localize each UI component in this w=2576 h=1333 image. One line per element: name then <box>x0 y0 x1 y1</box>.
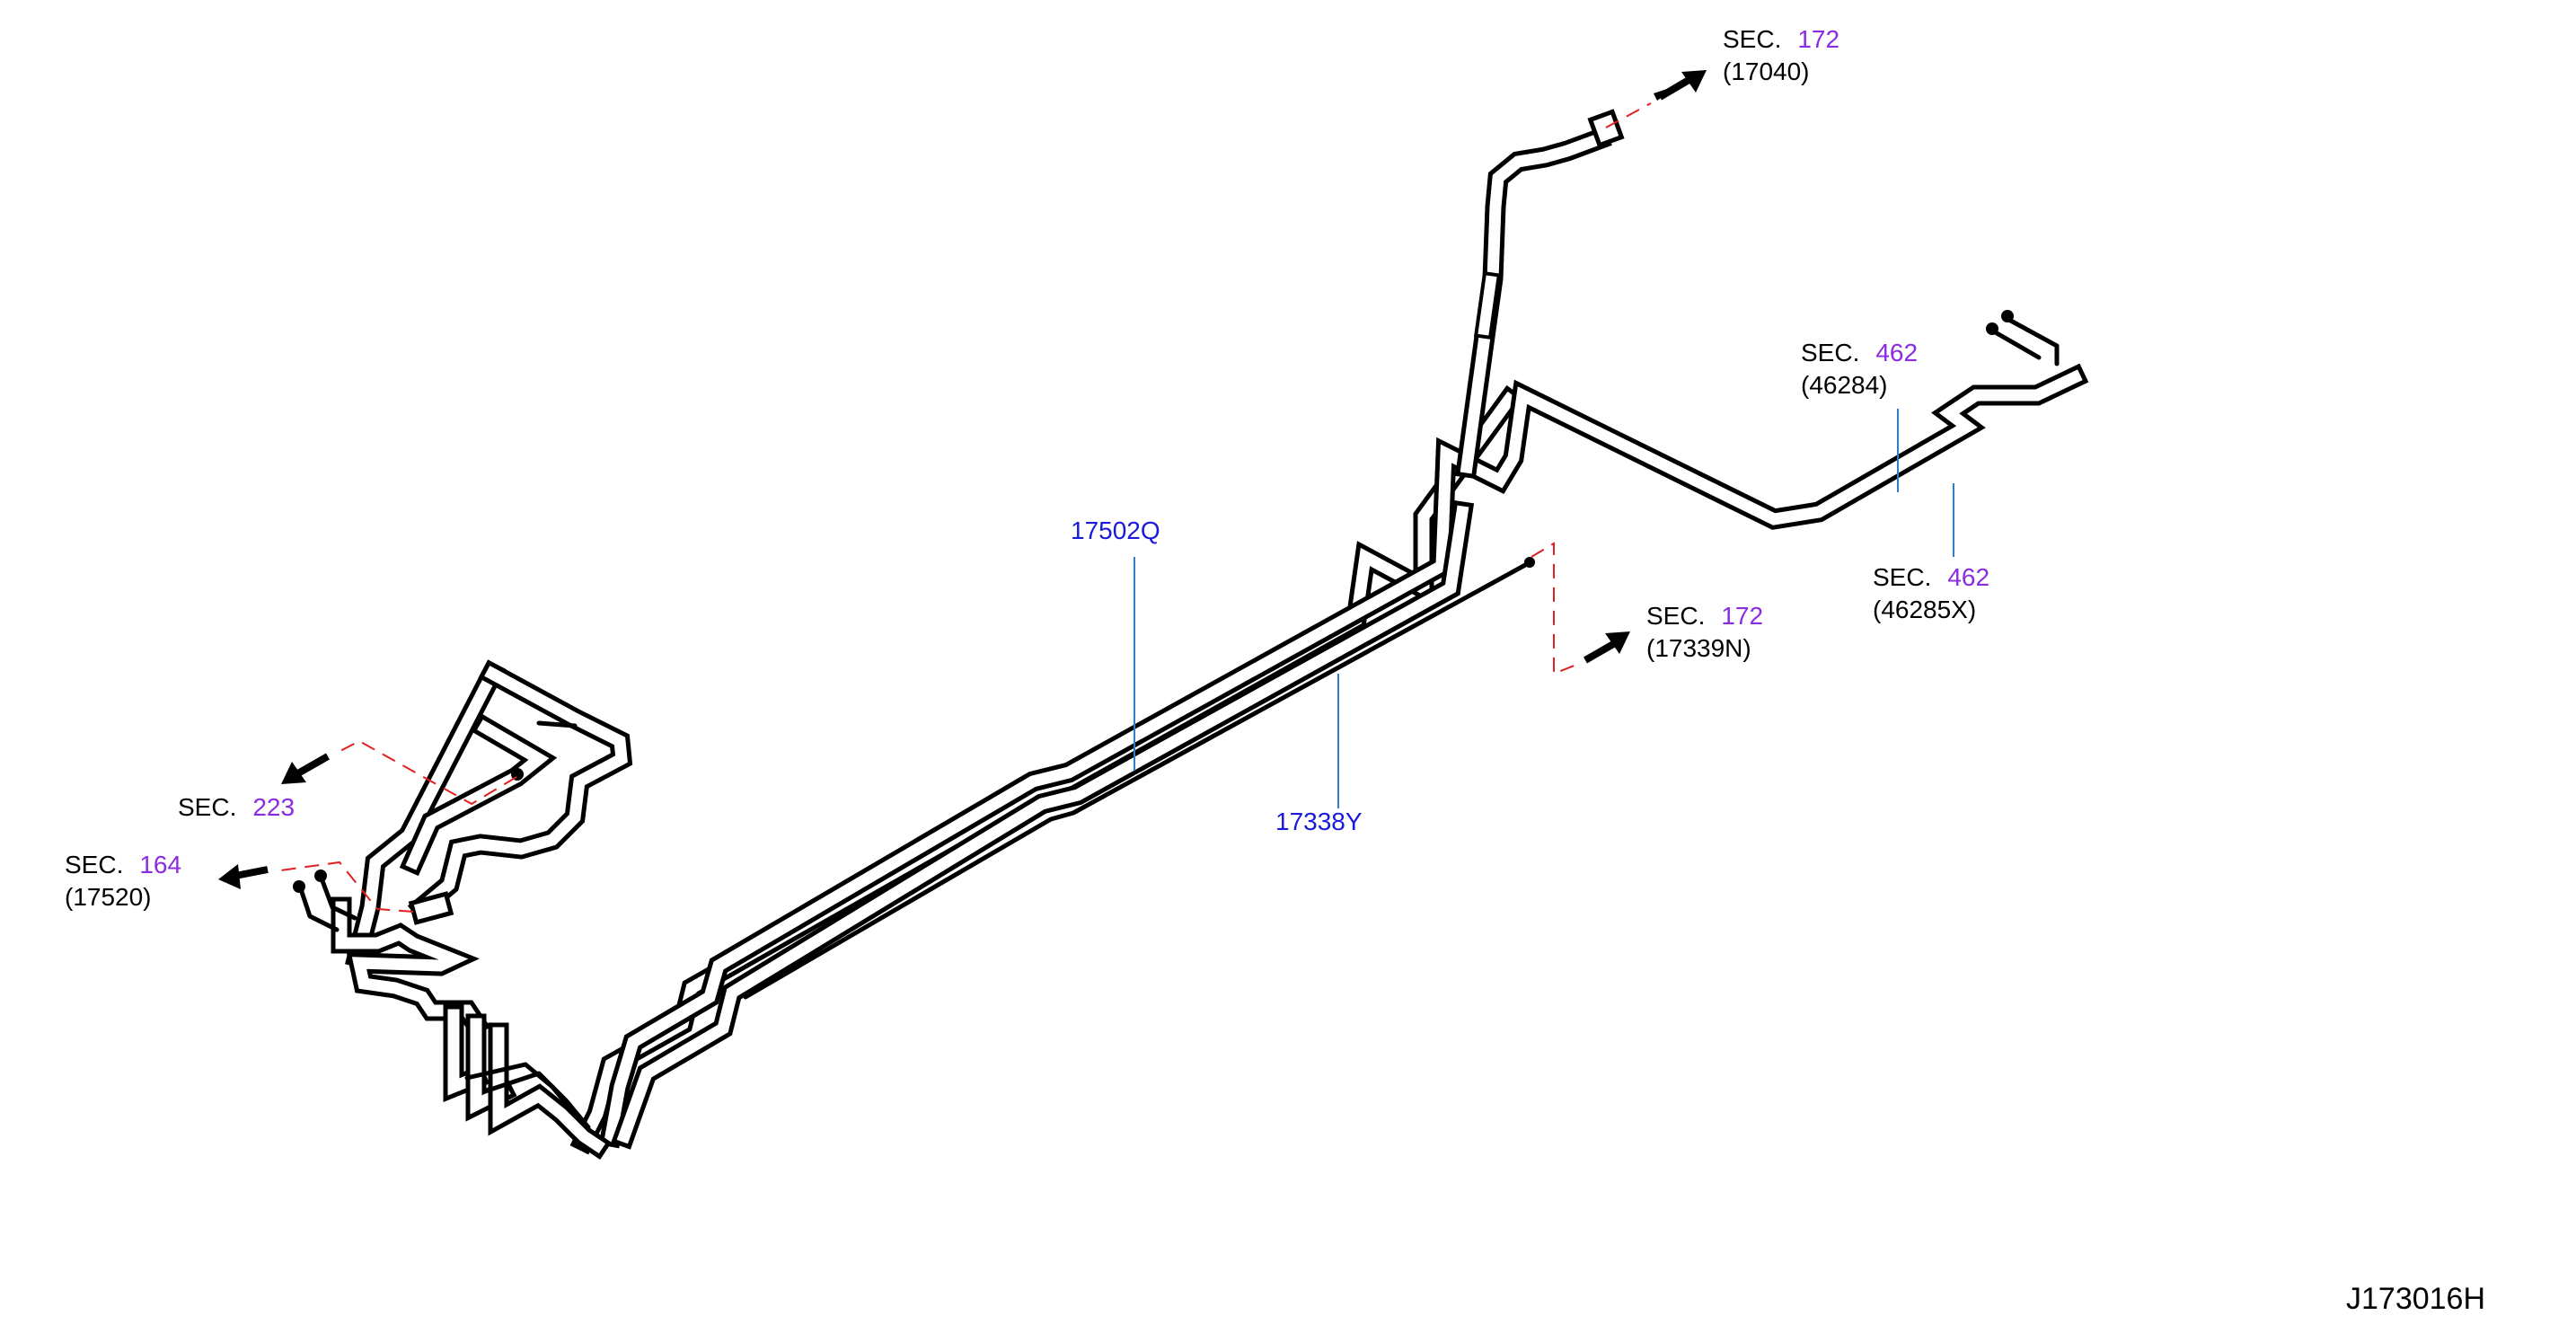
callout-sec172-top[interactable]: SEC. 172 (17040) <box>1723 23 1839 88</box>
callout-sec172-mid[interactable]: SEC. 172 (17339N) <box>1646 600 1763 665</box>
sec-number: 172 <box>1721 602 1764 630</box>
upper-tube <box>1455 109 1625 479</box>
sec-number: 223 <box>252 793 296 821</box>
direction-arrows <box>218 70 1707 889</box>
arrow-to-sec172-top <box>1654 70 1707 101</box>
sec-prefix: SEC. <box>1873 563 1932 591</box>
sec-prefix: SEC. <box>65 851 124 878</box>
callout-sec462-a[interactable]: SEC. 462 (46284) <box>1801 337 1918 402</box>
arrow-to-sec172-mid <box>1584 631 1630 664</box>
arrow-to-sec223 <box>281 753 330 784</box>
diagram-code: J173016H <box>2346 1282 2486 1316</box>
sec-sub-part: (17520) <box>65 883 152 911</box>
sec-number: 462 <box>1875 339 1919 366</box>
sec-number: 172 <box>1797 25 1840 53</box>
sec-sub-part: (46284) <box>1801 371 1888 399</box>
sec-prefix: SEC. <box>178 793 237 821</box>
sec-sub-part: (46285X) <box>1873 596 1977 623</box>
arrow-to-sec164 <box>218 864 269 889</box>
callout-sec223[interactable]: SEC. 223 <box>178 791 295 824</box>
right-branch-wires <box>1986 310 2060 366</box>
part-number-17502q[interactable]: 17502Q <box>1071 516 1160 544</box>
sec-sub-part: (17339N) <box>1646 634 1751 662</box>
part-number-17338y[interactable]: 17338Y <box>1275 808 1363 835</box>
sec-prefix: SEC. <box>1646 602 1706 630</box>
callout-sec164[interactable]: SEC. 164 (17520) <box>65 849 181 914</box>
sec-prefix: SEC. <box>1723 25 1782 53</box>
leader-lines <box>1134 409 1954 808</box>
sec-sub-part: (17040) <box>1723 57 1810 85</box>
sec-number: 164 <box>139 851 182 878</box>
left-cluster <box>293 659 633 1160</box>
callout-sec462-b[interactable]: SEC. 462 (46285X) <box>1873 561 1989 626</box>
sec-number: 462 <box>1947 563 1990 591</box>
sec-prefix: SEC. <box>1801 339 1860 366</box>
main-tube-assembly <box>569 363 2089 1155</box>
phantom-lines <box>273 102 1652 913</box>
return-tube <box>743 557 1535 1000</box>
